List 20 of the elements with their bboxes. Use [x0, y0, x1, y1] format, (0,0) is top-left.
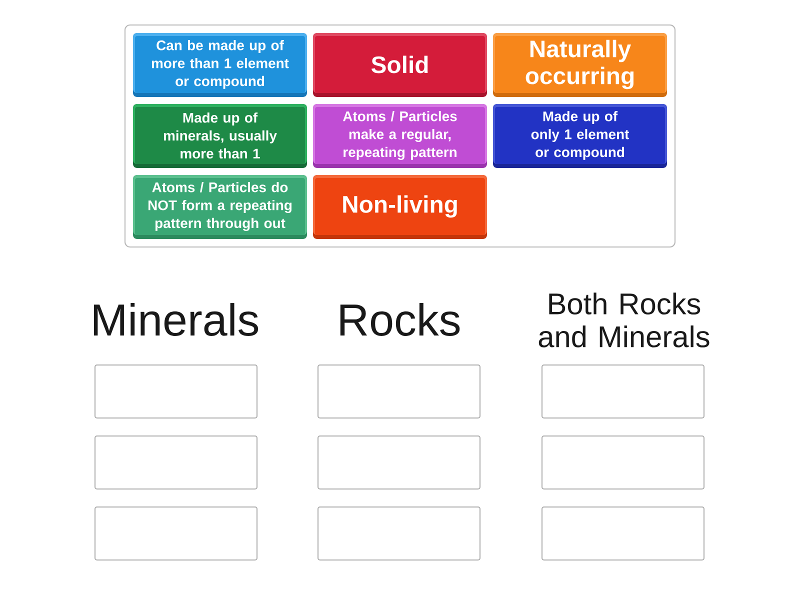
- column-heading: Minerals: [94, 303, 258, 336]
- answer-box: [542, 506, 704, 560]
- column-heading: Rocks: [340, 303, 460, 336]
- answer-card: Non-living: [313, 175, 487, 239]
- column-heading: Both Rocks and Minerals: [538, 292, 710, 348]
- answer-box: [542, 436, 704, 490]
- answer-box: [94, 436, 258, 490]
- answer-box: [318, 436, 480, 490]
- answer-box: [94, 506, 258, 560]
- answer-box: [318, 364, 480, 418]
- answer-card: Made up of only 1 element or compound: [493, 104, 667, 168]
- answer-card: Atoms / Particles make a regular, repeating pattern: [313, 104, 487, 168]
- answer-box: [318, 506, 480, 560]
- answer-card: Naturally occurring: [493, 33, 667, 97]
- answer-card: Can be made up of more than 1 element or compound: [133, 33, 307, 97]
- answer-box: [94, 364, 258, 418]
- answer-box: [542, 364, 704, 418]
- answer-card: Solid: [313, 33, 487, 97]
- answer-card: Made up of minerals, usually more than 1: [133, 104, 307, 168]
- answer-card: Atoms / Particles do NOT form a repeating pattern through out: [133, 175, 307, 239]
